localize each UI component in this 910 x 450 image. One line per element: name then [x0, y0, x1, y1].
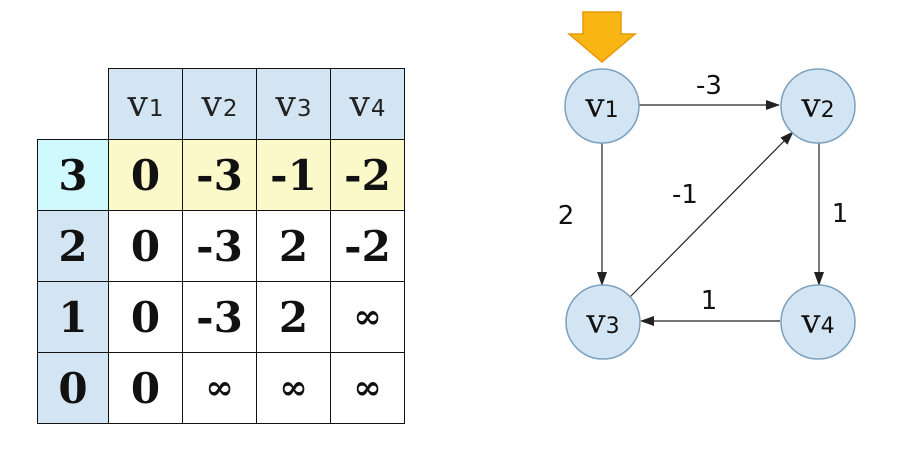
edge-weight-v4-v3: 1 [701, 286, 718, 316]
distance-cell: -3 [182, 281, 257, 353]
svg-text:v1: v1 [584, 86, 618, 126]
distance-table: v1 v2 v3 v4 3 0 -3 -1 -2 2 0 -3 2 -2 1 0… [37, 68, 405, 424]
distance-cell: 0 [108, 352, 183, 424]
column-header-sub: 1 [148, 95, 164, 122]
node-var: v [585, 302, 606, 342]
distance-cell-infinity: ∞ [330, 281, 405, 353]
edge-weight-v1-v3: 2 [558, 201, 575, 231]
row-label-iteration: 0 [37, 352, 109, 424]
edge-weight-v1-v2: -3 [696, 71, 722, 101]
node-var: v [800, 86, 821, 126]
distance-cell: 2 [256, 210, 331, 282]
svg-text:v3: v3 [585, 302, 619, 342]
node-var: v [800, 302, 821, 342]
edge-v3-v2 [629, 131, 794, 298]
column-header-sub: 2 [222, 95, 238, 122]
column-header-sub: 3 [296, 95, 312, 122]
edges-layer [597, 100, 824, 326]
node-sub: 3 [606, 314, 620, 339]
distance-cell: 0 [108, 210, 183, 282]
graph-node-v1: v1 [564, 68, 640, 144]
graph-node-v2: v2 [780, 68, 856, 144]
edge-weight-v3-v2: -1 [672, 180, 698, 210]
column-header-v3: v3 [256, 68, 331, 140]
row-label-iteration: 3 [37, 139, 109, 211]
table-row: 3 0 -3 -1 -2 [37, 139, 405, 211]
distance-cell-infinity: ∞ [330, 352, 405, 424]
graph-node-v4: v4 [780, 284, 856, 360]
distance-cell: 0 [108, 281, 183, 353]
node-sub: 2 [821, 98, 835, 123]
node-var: v [584, 86, 605, 126]
row-label-iteration: 1 [37, 281, 109, 353]
row-label-iteration: 2 [37, 210, 109, 282]
column-header-var: v [127, 83, 148, 125]
table-row: 2 0 -3 2 -2 [37, 210, 405, 282]
table-header-row: v1 v2 v3 v4 [37, 68, 405, 140]
edge-weights-layer: -3 2 -1 1 1 [558, 71, 849, 316]
edge-weight-v2-v4: 1 [832, 199, 849, 229]
distance-cell: 0 [108, 139, 183, 211]
distance-cell-infinity: ∞ [256, 352, 331, 424]
distance-cell-infinity: ∞ [182, 352, 257, 424]
column-header-var: v [201, 83, 222, 125]
node-sub: 4 [821, 314, 835, 339]
distance-cell: -2 [330, 210, 405, 282]
column-header-var: v [275, 83, 296, 125]
start-arrow-icon [566, 11, 638, 63]
table-corner [37, 68, 109, 140]
column-header-v1: v1 [108, 68, 183, 140]
graph-node-v3: v3 [565, 284, 641, 360]
column-header-sub: 4 [370, 95, 386, 122]
distance-cell: -3 [182, 210, 257, 282]
svg-text:v2: v2 [800, 86, 834, 126]
distance-cell: -1 [256, 139, 331, 211]
distance-cell: -2 [330, 139, 405, 211]
table-row: 1 0 -3 2 ∞ [37, 281, 405, 353]
distance-cell: 2 [256, 281, 331, 353]
node-sub: 1 [605, 98, 619, 123]
svg-text:v4: v4 [800, 302, 834, 342]
column-header-var: v [349, 83, 370, 125]
table-row: 0 0 ∞ ∞ ∞ [37, 352, 405, 424]
